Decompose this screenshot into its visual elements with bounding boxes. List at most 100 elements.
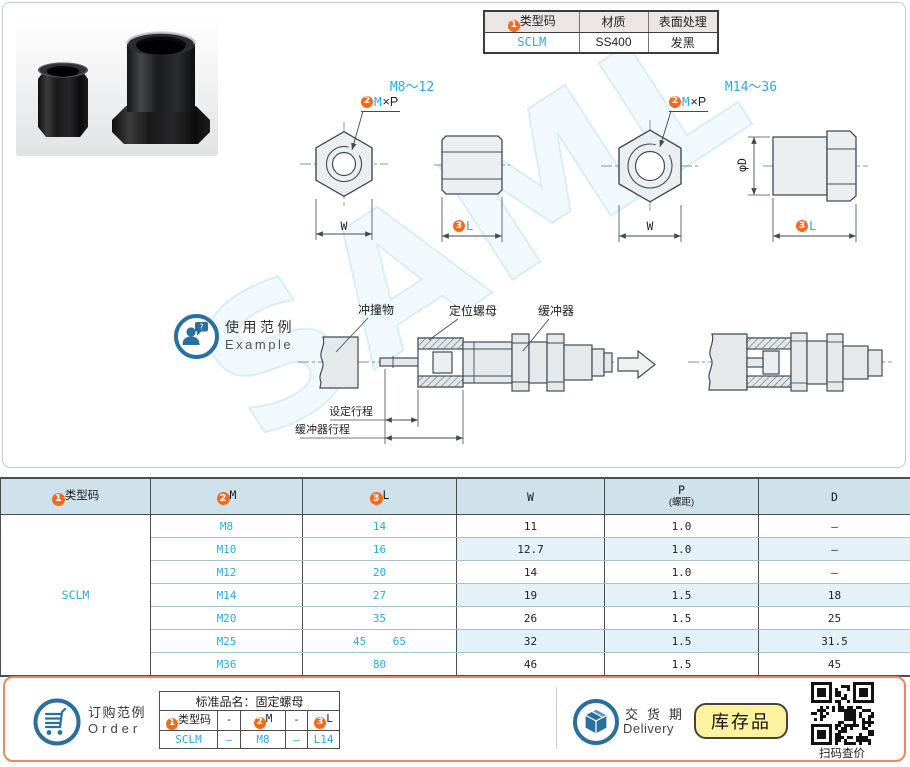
cell-p: 1.5 [604,629,759,653]
thread-xp: ×P [690,94,707,109]
order-v-sep: – [285,729,308,749]
order-product-name: 标准品名：固定螺母 [158,691,341,711]
cell-d: 31.5 [758,629,910,653]
header-d: D [758,477,910,515]
cell-w: 14 [456,560,605,584]
label-positioning-nut: 定位螺母 [449,304,498,318]
stock-badge: 库存品 [694,703,788,739]
dim-w-small: W [340,219,348,233]
cell-l: 45 65 [302,629,457,653]
cell-w: 11 [456,514,605,538]
example-icon: ? [174,314,219,359]
cell-p: 1.5 [604,652,759,677]
marker-1-icon: 1 [166,717,178,730]
qr-code [811,682,874,745]
cell-l: 16 [302,537,457,561]
cell-m: M14 [150,583,303,607]
marker-3-icon: 3 [314,716,327,729]
transition-arrow [617,349,656,380]
cell-w: 26 [456,606,605,630]
example-title-en: Example [225,337,294,352]
table-row: M14 27 19 1.5 18 [1,583,910,607]
order-title-en: Order [88,721,142,736]
section-divider [556,687,557,749]
marker-3-icon: 3 [369,492,383,506]
label-buffer-stroke: 缓冲器行程 [295,424,350,436]
order-v-type: SCLM [159,729,218,749]
cell-l: 20 [302,560,457,584]
product-photo-small-nut [38,62,88,137]
product-photo-large-nut [112,31,210,144]
marker-3-icon: 3 [796,220,808,232]
cell-m: M10 [150,537,303,561]
header-p: P(螺距) [604,477,759,515]
cell-m: M36 [150,652,303,677]
order-v-sep: – [217,729,241,749]
example-title-cn: 使用范例 [225,319,295,335]
side-view-large [748,130,868,242]
cell-m: M25 [150,629,303,653]
marker-3-icon: 3 [453,220,465,232]
cell-w: 19 [456,583,605,607]
label-impact-object: 冲撞物 [358,303,395,317]
cell-l: 80 [302,652,457,677]
cell-w: 32 [456,629,605,653]
cell-m: M20 [150,606,303,630]
order-h-sep: - [217,710,241,731]
table-row: SCLM M8 14 11 1.0 – [0,514,910,677]
delivery-box-icon [573,699,619,745]
table-row: M25 45 65 32 1.5 31.5 [1,629,910,653]
spec-value-row: SCLM SS400 发黑 [483,31,719,53]
thread-xp: ×P [382,94,399,109]
cell-p: 1.0 [604,537,759,561]
cell-d: 18 [758,583,910,607]
cell-m: M8 [150,514,303,538]
spec-col-material: 材质 [578,10,649,33]
front-view-large [601,110,699,242]
svg-text:?: ? [199,323,203,332]
marker-2-icon: 2 [361,95,373,108]
side-view-small [434,135,510,242]
cell-d: – [758,514,910,538]
bottom-section-frame [3,676,906,762]
spec-col-finish: 表面处理 [647,10,719,33]
order-title-row: 标准品名：固定螺母 [158,691,341,711]
cell-p: 1.0 [604,514,759,538]
table-row: M10 16 12.7 1.0 – [1,537,910,561]
cell-p: 1.0 [604,560,759,584]
delivery-title-cn: 交货期 [625,707,692,722]
dim-d-label: φD [735,158,749,172]
cell-d: – [758,537,910,561]
order-value-row: SCLM – M8 – L14 [159,729,341,749]
thread-m: M [682,94,690,109]
dim-w-large: W [646,219,654,233]
spec-finish: 发黑 [647,31,719,53]
cell-d: – [758,560,910,584]
delivery-title-en: Delivery [623,721,674,736]
label-set-stroke: 设定行程 [329,406,373,418]
table-row: M36 80 46 1.5 45 [1,652,910,677]
example-assembly-before [298,317,614,444]
cell-p: 1.5 [604,583,759,607]
order-v-m: M8 [240,729,286,749]
range-label-small: M8～12 [389,80,435,95]
marker-2-icon: 2 [253,716,266,729]
cell-type-code: SCLM [0,514,151,677]
spec-type-code: SCLM [483,31,580,53]
cart-icon [33,698,81,746]
top-section-frame [2,2,906,468]
